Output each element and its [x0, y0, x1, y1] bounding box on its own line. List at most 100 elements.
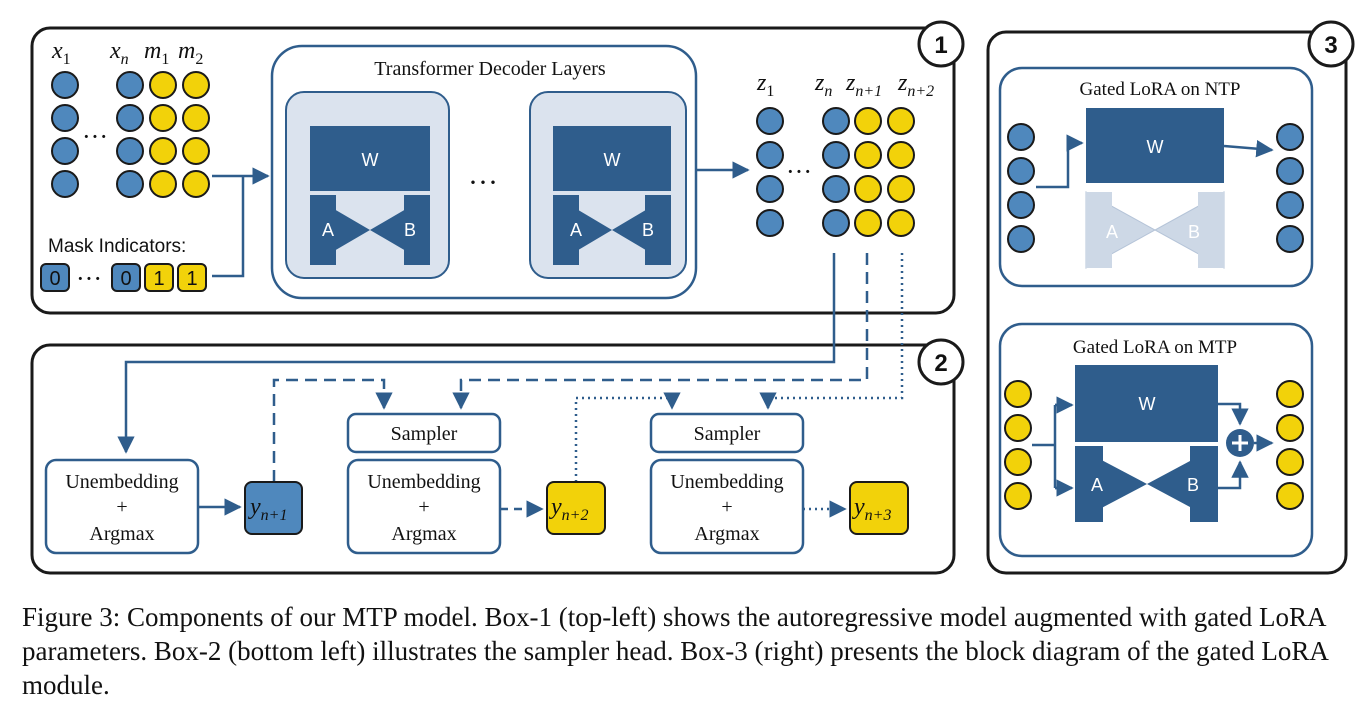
weight-block: [553, 126, 671, 191]
mtp-input-token: [1004, 482, 1032, 510]
decoder-layer-1: W A B: [285, 91, 450, 279]
mask-indicator-1: 1: [144, 263, 174, 292]
output-token-yellow: [854, 209, 882, 237]
gated-lora-ntp-panel: Gated LoRA on NTP W A B: [998, 66, 1314, 288]
svg-text:3: 3: [1324, 32, 1337, 59]
output-token-blue: [756, 141, 784, 169]
input-token-blue: [51, 104, 79, 132]
output-token-yellow: [887, 175, 915, 203]
output-ellipsis: ···: [786, 157, 812, 186]
unembed-argmax-block-3: Unembedding + Argmax: [649, 458, 805, 555]
ntp-title: Gated LoRA on NTP: [1080, 79, 1241, 100]
svg-text:0: 0: [49, 268, 60, 290]
box2-number-badge: 2: [917, 338, 965, 386]
svg-text:Argmax: Argmax: [89, 523, 154, 545]
mask-indicator-0: 0: [40, 263, 70, 292]
ntp-input-token: [1007, 123, 1035, 151]
mtp-output-token: [1276, 380, 1304, 408]
figure-caption: Figure 3: Components of our MTP model. B…: [22, 602, 1328, 700]
box3-number-badge: 3: [1307, 20, 1355, 68]
input-token-blue: [51, 71, 79, 99]
mtp-title: Gated LoRA on MTP: [1073, 337, 1237, 358]
mask-token-yellow: [149, 137, 177, 165]
svg-text:W: W: [1139, 394, 1156, 414]
ntp-input-token: [1007, 225, 1035, 253]
input-token-blue: [51, 170, 79, 198]
input-label-x1: x1: [51, 38, 71, 68]
svg-text:+: +: [721, 496, 732, 518]
svg-text:Unembedding: Unembedding: [670, 471, 783, 493]
input-token-blue: [116, 137, 144, 165]
input-label-m2: m2: [178, 38, 203, 68]
svg-text:A: A: [570, 220, 582, 240]
mtp-weight-block: [1075, 365, 1218, 442]
svg-text:Sampler: Sampler: [694, 423, 761, 445]
output-token-yellow: [854, 107, 882, 135]
ntp-output-token: [1276, 225, 1304, 253]
token-yn1: yn+1: [244, 481, 303, 535]
zn2-to-sampler2-arrow: [759, 253, 904, 410]
mtp-input-token: [1004, 448, 1032, 476]
output-label-zn: zn: [814, 70, 832, 100]
svg-text:B: B: [404, 220, 416, 240]
ntp-output-token: [1276, 191, 1304, 219]
output-token-yellow: [854, 141, 882, 169]
mask-to-decoder-connector: [212, 176, 245, 278]
mtp-lora-b-label: B: [1187, 475, 1199, 495]
mask-token-yellow: [149, 71, 177, 99]
token-yn2: yn+2: [546, 481, 606, 535]
mask-token-yellow: [182, 104, 210, 132]
input-label-m1: m1: [144, 38, 169, 68]
svg-text:1: 1: [153, 268, 164, 290]
output-token-yellow: [887, 141, 915, 169]
unembed-argmax-block-1: Unembedding + Argmax: [44, 458, 200, 555]
mask-token-yellow: [182, 170, 210, 198]
mask-ellipsis: ···: [76, 264, 102, 293]
mtp-output-token: [1276, 448, 1304, 476]
sampler-block-2: Sampler: [649, 412, 805, 454]
mask-token-yellow: [182, 137, 210, 165]
gated-lora-mtp-panel: Gated LoRA on MTP W A B: [998, 322, 1314, 558]
output-token-blue: [756, 209, 784, 237]
svg-text:B: B: [642, 220, 654, 240]
mtp-lora-a-label: A: [1091, 475, 1103, 495]
mask-indicator-1b: 1: [177, 263, 207, 292]
svg-text:W: W: [1147, 137, 1164, 157]
box1-frame: [30, 26, 956, 315]
svg-text:Unembedding: Unembedding: [367, 471, 480, 493]
input-token-blue: [116, 104, 144, 132]
mask-token-yellow: [149, 104, 177, 132]
decoder-layer-n: W A B: [529, 91, 687, 279]
mtp-output-token: [1276, 482, 1304, 510]
svg-text:Argmax: Argmax: [391, 523, 456, 545]
decoder-ellipsis: ···: [468, 166, 498, 199]
input-token-blue: [116, 71, 144, 99]
ntp-lora-b-label: B: [1188, 222, 1200, 242]
output-token-yellow: [854, 175, 882, 203]
input-token-grid: [51, 71, 210, 198]
svg-text:+: +: [116, 496, 127, 518]
token-yn3: yn+3: [849, 481, 909, 535]
output-token-grid: [756, 107, 915, 237]
output-label-zn1: zn+1: [845, 70, 882, 100]
mask-token-yellow: [149, 170, 177, 198]
svg-text:0: 0: [120, 268, 131, 290]
box1-number-badge: 1: [917, 20, 965, 68]
yn1-to-sampler1-arrow: [272, 378, 393, 482]
svg-text:W: W: [362, 150, 379, 170]
mtp-output-token: [1276, 414, 1304, 442]
svg-text:yn+1: yn+1: [248, 494, 287, 524]
output-token-blue: [822, 107, 850, 135]
output-token-blue: [822, 175, 850, 203]
sum-node-icon: [1226, 429, 1254, 457]
output-token-blue: [822, 209, 850, 237]
yn2-to-sampler2-arrow: [574, 392, 681, 482]
output-token-blue: [822, 141, 850, 169]
ntp-input-token: [1007, 157, 1035, 185]
svg-text:W: W: [604, 150, 621, 170]
svg-text:Argmax: Argmax: [694, 523, 759, 545]
input-label-xn: xn: [109, 38, 129, 68]
ntp-output-token: [1276, 157, 1304, 185]
mtp-figure: 1 x1 xn m1 m2 ··· Mask Indicators: 0 ···…: [30, 20, 1355, 575]
ntp-weight-block: [1086, 108, 1224, 183]
